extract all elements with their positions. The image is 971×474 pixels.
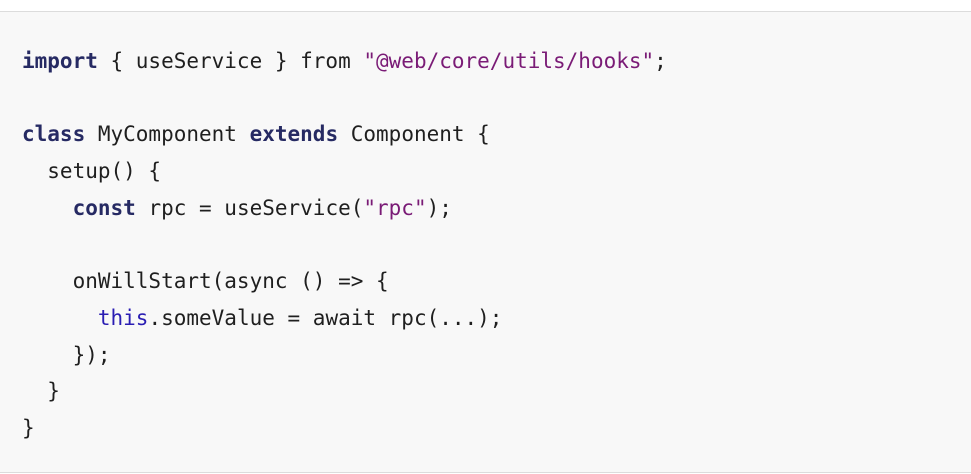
code-text: } (22, 415, 35, 440)
code-string: "rpc" (363, 195, 427, 220)
code-keyword: extends (249, 122, 339, 147)
code-string: "@web/core/utils/hooks" (363, 49, 655, 73)
code-text: .someValue = await rpc(...); (148, 305, 503, 330)
code-line: } (22, 410, 667, 447)
code-text: MyComponent (85, 122, 250, 147)
code-keyword: class (22, 122, 86, 147)
code-text: }); (22, 342, 111, 367)
code-line: ​ (22, 80, 667, 117)
code-text: { useService } from (97, 49, 364, 73)
code-lines: import { useService } from "@web/core/ut… (22, 43, 667, 447)
code-line: setup() { (22, 153, 667, 190)
code-line: this.someValue = await rpc(...); (22, 300, 667, 337)
code-line: const rpc = useService("rpc"); (22, 190, 667, 227)
code-line: onWillStart(async () => { (22, 263, 667, 300)
code-line: class MyComponent extends Component { (22, 116, 667, 153)
code-keyword: const (72, 195, 136, 220)
code-text (22, 306, 98, 330)
code-text: ; (654, 49, 667, 73)
code-text: onWillStart(async () => { (22, 269, 389, 294)
code-text: } (22, 379, 60, 404)
code-text: rpc = useService( (135, 195, 364, 220)
code-text: setup() { (22, 159, 162, 184)
code-text (22, 196, 73, 220)
code-text: Component { (338, 122, 490, 147)
code-line: }); (22, 337, 667, 374)
code-block: import { useService } from "@web/core/ut… (0, 11, 971, 473)
code-line: } (22, 373, 667, 410)
code-this-keyword: this (97, 305, 149, 330)
code-text: ); (426, 195, 452, 220)
code-line: import { useService } from "@web/core/ut… (22, 43, 667, 80)
code-keyword: import (22, 49, 98, 73)
code-line: ​ (22, 226, 667, 263)
